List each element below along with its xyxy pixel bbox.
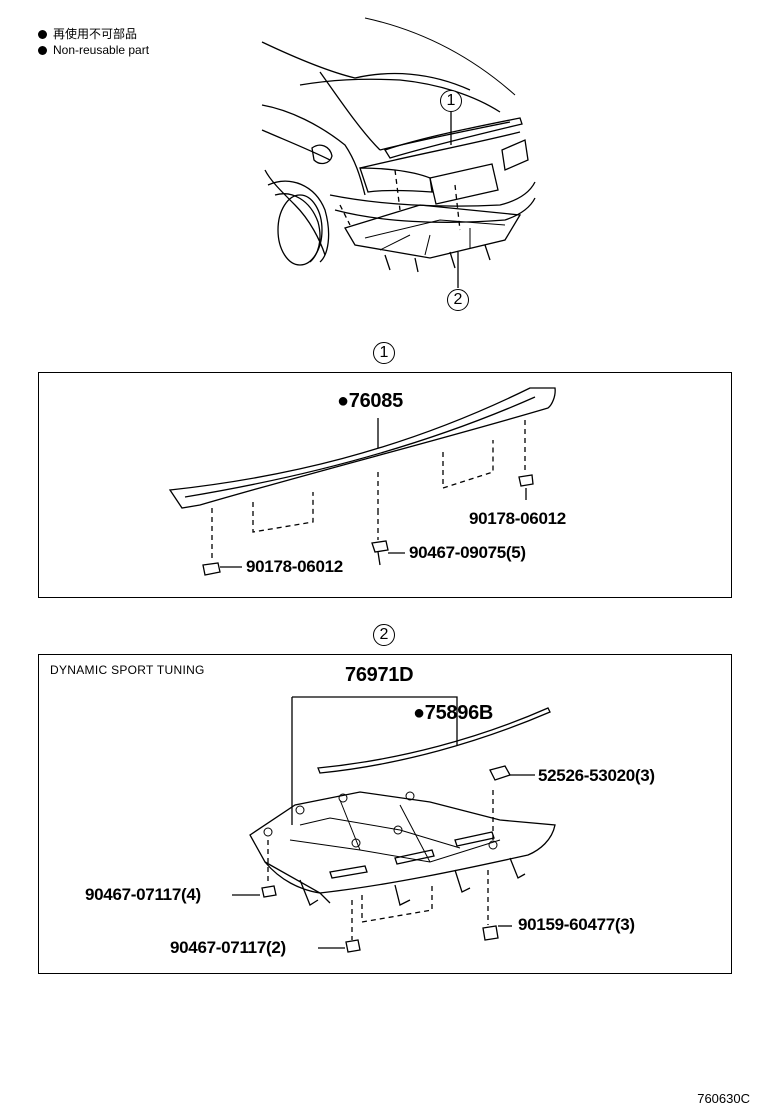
figure-code: 760630C (697, 1091, 750, 1106)
callout-1-top: 1 (440, 90, 462, 112)
legend-row-jp: 再使用不可部品 (38, 26, 149, 42)
spoiler-illustration (168, 387, 556, 576)
legend-row-en: Non-reusable part (38, 42, 149, 58)
section-1-frame (38, 372, 732, 598)
part-number: 75896B (424, 702, 494, 724)
part-52526-label[interactable]: 52526-53020(3) (538, 766, 655, 785)
callout-2-section: 2 (373, 624, 395, 646)
part-90467-07117-bottom-label[interactable]: 90467-07117(2) (170, 938, 286, 957)
part-75896b-label[interactable]: ●75896B (413, 702, 493, 725)
part-90178-left-label[interactable]: 90178-06012 (246, 557, 343, 576)
non-reusable-dot-icon: ● (337, 390, 349, 412)
part-90467-07117-left-label[interactable]: 90467-07117(4) (85, 885, 201, 904)
section-2-frame (38, 654, 732, 974)
part-90159-label[interactable]: 90159-60477(3) (518, 915, 635, 934)
legend-jp-text: 再使用不可部品 (53, 27, 138, 41)
part-76971d-label[interactable]: 76971D (345, 664, 414, 686)
callout-2-top: 2 (447, 289, 469, 311)
non-reusable-dot-icon (38, 45, 47, 55)
part-76085-label[interactable]: ●76085 (337, 390, 403, 413)
non-reusable-dot-icon: ● (413, 702, 425, 724)
diffuser-illustration (232, 696, 556, 953)
part-90178-right-label[interactable]: 90178-06012 (469, 509, 566, 528)
non-reusable-dot-icon (38, 29, 47, 39)
variant-title: DYNAMIC SPORT TUNING (50, 663, 205, 677)
car-rear-illustration (261, 17, 536, 288)
legend-en-text: Non-reusable part (53, 43, 150, 57)
callout-1-section: 1 (373, 342, 395, 364)
legend: 再使用不可部品 Non-reusable part (38, 26, 149, 58)
part-90467-09075-label[interactable]: 90467-09075(5) (409, 543, 526, 562)
part-number: 76085 (348, 390, 403, 412)
